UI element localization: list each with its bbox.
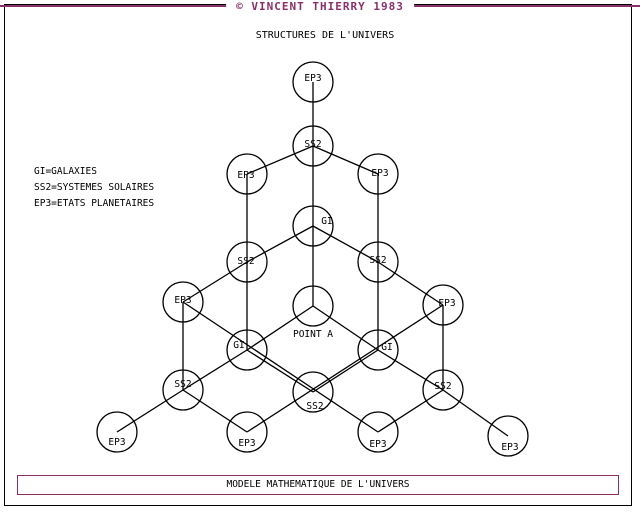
edge (246, 349, 314, 393)
node-label-ep3-bottom-left: EP3 (238, 438, 255, 449)
footer-caption: MODELE MATHEMATIQUE DE L'UNIVERS (17, 475, 619, 495)
node-circle (162, 369, 204, 411)
edge (312, 349, 379, 393)
edge (312, 305, 379, 351)
node-circle (292, 61, 334, 103)
edge (182, 349, 248, 391)
node-label-gi-top: GI (321, 216, 332, 227)
edge (246, 305, 314, 351)
node-label-ss2-low-left: SS2 (174, 379, 191, 390)
legend-planetary-states: EP3=ETATS PLANETAIRES (34, 198, 155, 209)
node-label-gi-right: GI (381, 342, 392, 353)
nodes (96, 61, 529, 457)
node-label-ep3-mid-right: EP3 (438, 298, 455, 309)
node-circle (422, 284, 464, 326)
node-label-point-a: POINT A (293, 329, 333, 340)
edge (246, 304, 444, 433)
node-label-ep3-top: EP3 (304, 73, 321, 84)
node-label-ep3-bottom-far-left: EP3 (108, 437, 125, 448)
title-bar: © VINCENT THIERRY 1983 (0, 0, 640, 18)
edge (377, 349, 444, 391)
node-label-ss2-low-right: SS2 (434, 381, 451, 392)
edge (377, 261, 444, 306)
node-circle (292, 205, 334, 247)
legend-solar-systems: SS2=SYSTEMES SOLAIRES (34, 182, 155, 193)
edge (312, 145, 379, 175)
node-circle (292, 125, 334, 167)
node-circle (226, 241, 268, 283)
node-label-ep3-upper-left: EP3 (237, 170, 254, 181)
node-circle (487, 415, 529, 457)
edges (116, 82, 509, 437)
node-label-ep3-bottom-right: EP3 (369, 439, 386, 450)
edge (377, 389, 444, 433)
node-circle (226, 153, 268, 195)
node-circle (96, 411, 138, 453)
node-circle (357, 411, 399, 453)
node-circle (226, 411, 268, 453)
node-circle (292, 285, 334, 327)
edge (312, 225, 379, 263)
node-label-ep3-mid-left: EP3 (174, 295, 191, 306)
node-labels: EP3 SS2 EP3 EP3 GI SS2 SS2 EP3 EP3 POINT… (108, 73, 518, 453)
node-label-ss2-right: SS2 (369, 255, 386, 266)
node-label-ep3-upper-right: EP3 (371, 168, 388, 179)
node-label-ss2-center: SS2 (306, 401, 323, 412)
node-circle (357, 241, 399, 283)
edge (246, 145, 314, 175)
diagram-title: STRUCTURES DE L'UNIVERS (255, 30, 395, 41)
legend: GI=GALAXIES SS2=SYSTEMES SOLAIRES EP3=ET… (34, 164, 154, 212)
node-circle (226, 329, 268, 371)
node-circle (162, 281, 204, 323)
node-label-ss2-top: SS2 (304, 139, 321, 150)
legend-galaxies: GI=GALAXIES (34, 166, 97, 177)
node-label-ss2-left: SS2 (237, 256, 254, 267)
edge (442, 389, 509, 437)
node-label-ep3-bottom-far-right: EP3 (501, 442, 518, 453)
edge (182, 301, 379, 433)
node-label-gi-left: GI (233, 340, 244, 351)
node-circle (357, 329, 399, 371)
edge (182, 261, 248, 303)
edge (246, 225, 314, 263)
node-circle (422, 369, 464, 411)
node-circle (292, 371, 334, 413)
edge (116, 389, 184, 433)
edge (182, 389, 248, 433)
copyright-label: © VINCENT THIERRY 1983 (226, 0, 414, 14)
node-circle (357, 153, 399, 195)
